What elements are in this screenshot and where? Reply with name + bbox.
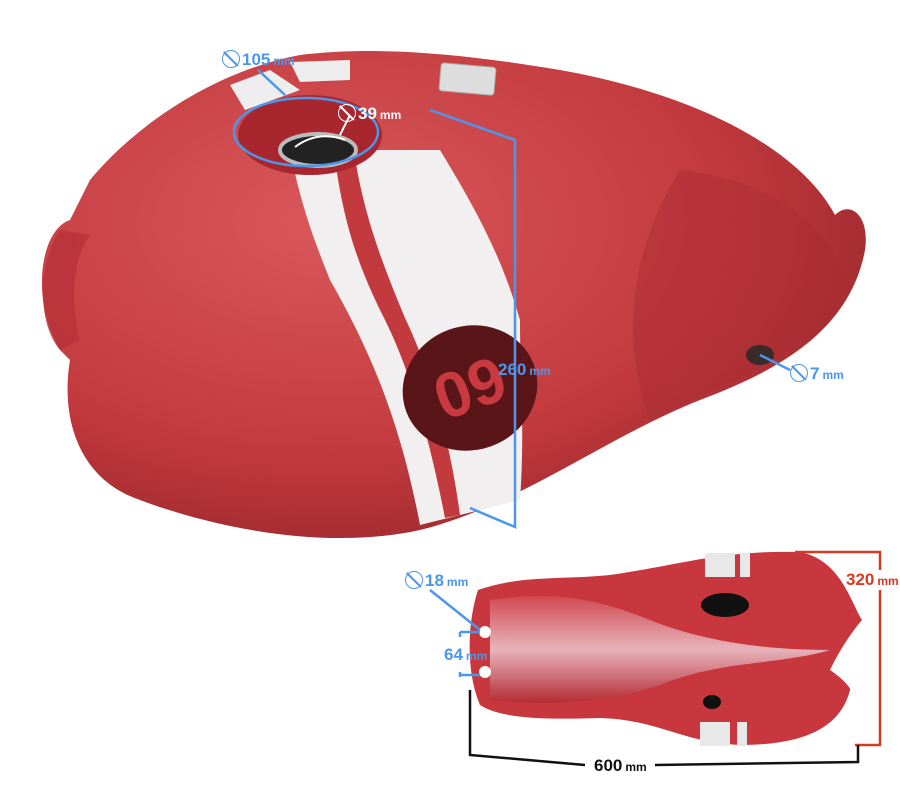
diameter-icon	[405, 571, 423, 589]
brand-badge	[438, 62, 497, 96]
length-dimension-line	[468, 690, 860, 767]
bottom-view-tank	[469, 551, 862, 746]
logo-09: 09	[402, 325, 538, 451]
diameter-icon	[222, 50, 240, 68]
diameter-icon	[790, 364, 808, 382]
mount-hole	[479, 666, 491, 678]
width-dimension-line	[795, 550, 882, 747]
diameter-icon	[338, 104, 356, 122]
main-tank: 09	[41, 50, 866, 539]
dimension-lines-blue	[232, 69, 791, 677]
mount-hole	[479, 626, 491, 638]
